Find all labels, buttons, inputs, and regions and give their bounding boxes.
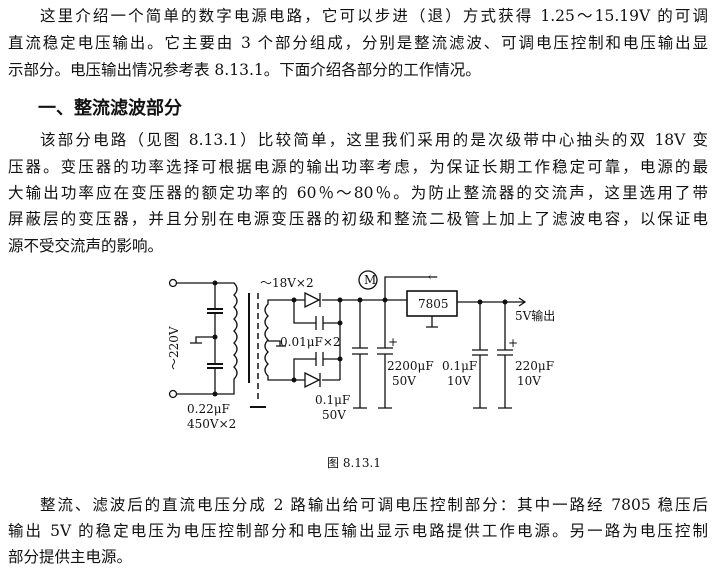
output-label: 5V输出 bbox=[515, 308, 555, 323]
text-line: 示部分。电压输出情况参考表 8.13.1。下面介绍各部分的工作情况。 bbox=[8, 61, 481, 79]
text-line: 输出 5V 的稳定电压为电压控制部分和电压输出显示电路提供工作电源。另一路为电压… bbox=[8, 522, 708, 540]
cap1-rating: 50V bbox=[322, 408, 346, 422]
text-line: 该部分电路（见图 8.13.1）比较简单，这里我们采用的是次级带中心抽头的双 1… bbox=[40, 131, 708, 149]
cap3-rating: 10V bbox=[447, 374, 471, 388]
cap4-rating: 10V bbox=[517, 374, 541, 388]
text-line: 部分提供主电源。 bbox=[8, 548, 133, 566]
text-line: 这里介绍一个简单的数字电源电路，它可以步进（退）方式获得 1.25～15.19V… bbox=[40, 7, 708, 25]
output-wire bbox=[457, 297, 527, 307]
text-line: 压器。变压器的功率选择可根据电源的输出功率考虑，为保证长期工作稳定可靠，电源的最 bbox=[8, 158, 708, 176]
capacitor-2200uF bbox=[377, 300, 393, 409]
nodes bbox=[212, 280, 508, 397]
arrow-label: ← bbox=[428, 270, 438, 284]
diode-bottom bbox=[294, 371, 340, 389]
diode-capacitor-bottom bbox=[293, 352, 340, 380]
meter-label: M bbox=[364, 273, 376, 287]
capacitor-220uF bbox=[497, 302, 513, 409]
diode-top bbox=[294, 291, 340, 309]
plus-sign: + bbox=[508, 336, 518, 350]
text-line: 直流稳定电压输出。它主要由 3 个部分组成，分别是整流滤波、可调电压控制和电压输… bbox=[8, 34, 708, 52]
capacitor-0.1uF-out bbox=[472, 302, 488, 409]
cap3-value: 0.1μF bbox=[442, 359, 477, 373]
plus-sign: + bbox=[388, 335, 398, 349]
cap2-rating: 50V bbox=[392, 374, 416, 388]
input-voltage-label: ～220V bbox=[167, 326, 181, 370]
center-tap-ground bbox=[268, 340, 286, 347]
cap2-value: 2200μF bbox=[387, 359, 434, 373]
cap1-value: 0.1μF bbox=[315, 393, 350, 407]
primary-coil bbox=[215, 282, 238, 395]
primary-caps-rating: 450V×2 bbox=[187, 417, 236, 431]
cap4-value: 220μF bbox=[515, 359, 554, 373]
ground-symbol bbox=[190, 336, 215, 344]
input-terminal bbox=[168, 389, 178, 399]
text-line: 整流、滤波后的直流电压分成 2 路输出给可调电压控制部分：其中一路经 7805 … bbox=[40, 496, 708, 514]
capacitor-0.1uF bbox=[352, 300, 368, 409]
meter-icon bbox=[358, 270, 378, 290]
regulator-label: 7805 bbox=[418, 297, 449, 311]
ground-symbol bbox=[426, 316, 438, 328]
text-line: 源不受交流声的影响。 bbox=[8, 237, 164, 255]
section-heading: 一、整流滤波部分 bbox=[38, 98, 182, 119]
secondary-coil bbox=[264, 299, 294, 381]
figure-caption: 图 8.13.1 bbox=[327, 456, 381, 470]
secondary-label: ～18V×2 bbox=[260, 276, 314, 290]
meter-wire bbox=[384, 276, 437, 300]
primary-capacitors bbox=[207, 308, 223, 369]
text-line: 大输出功率应在变压器的额定功率的 60％～80％。为防止整流器的交流声，这里选用… bbox=[8, 184, 708, 202]
primary-caps-value: 0.22μF bbox=[187, 402, 230, 416]
input-terminal bbox=[168, 278, 178, 288]
text-line: 屏蔽层的变压器，并且分别在电源变压器的初级和整流二极管上加上了滤波电容，以保证电 bbox=[8, 210, 708, 228]
diode-capacitor-top bbox=[293, 300, 340, 330]
diode-caps-label: 0.01μF×2 bbox=[280, 335, 341, 349]
input-wires bbox=[177, 282, 215, 395]
